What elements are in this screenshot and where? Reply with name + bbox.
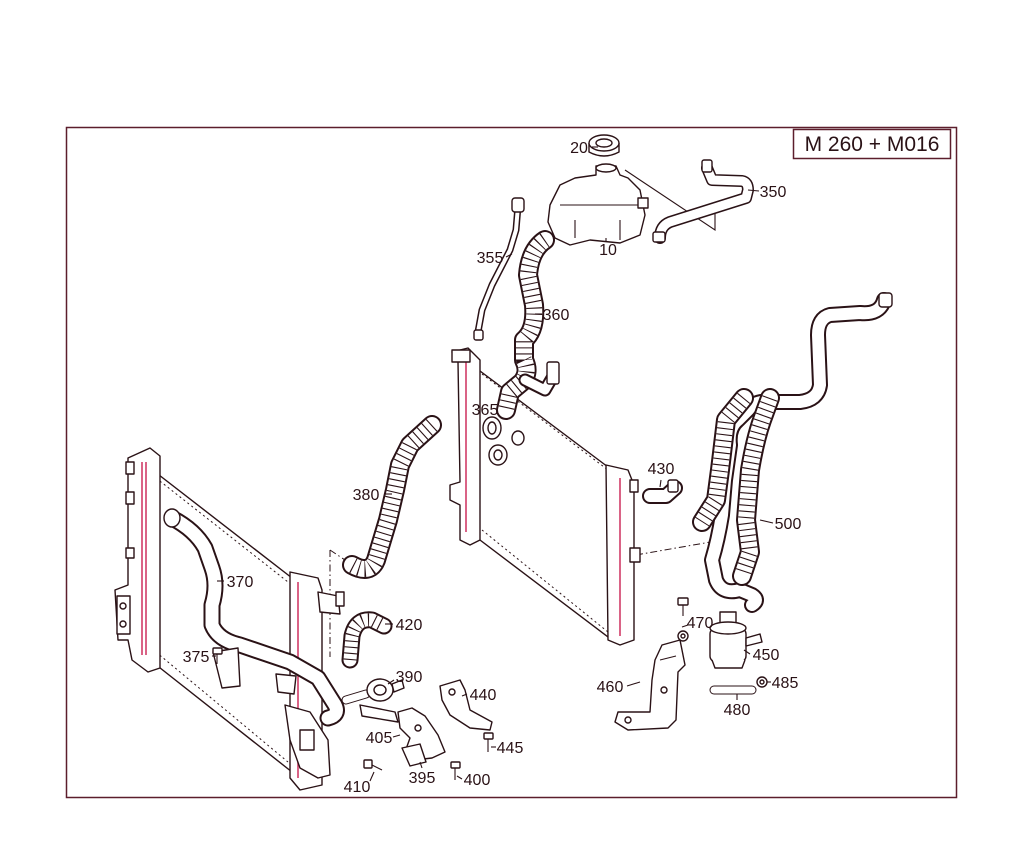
radiator-auxiliary: [114, 447, 345, 791]
coolant-pump-450: [709, 611, 763, 669]
bolt-470: [677, 597, 689, 642]
hose-420: [350, 620, 384, 660]
part-label-450: 450: [753, 647, 780, 664]
hose-360: [506, 240, 560, 410]
model-code: M 260 + M016: [805, 133, 940, 156]
part-label-380: 380: [353, 487, 380, 504]
part-label-430: 430: [648, 461, 675, 478]
model-code-box: M 260 + M016: [792, 128, 952, 160]
expansion-tank-10: [547, 163, 649, 246]
bracket-440: [439, 679, 493, 731]
diagram-frame: [65, 126, 958, 799]
part-label-395: 395: [409, 770, 436, 787]
part-label-410: 410: [344, 779, 371, 796]
part-label-370: 370: [227, 574, 254, 591]
part-label-360: 360: [543, 307, 570, 324]
leader-lines: [212, 146, 774, 782]
bolt-410: [363, 759, 383, 771]
part-label-355: 355: [477, 250, 504, 267]
hose-430: [650, 479, 678, 496]
bolt-445: [483, 732, 494, 752]
part-label-400: 400: [464, 772, 491, 789]
part-label-365: 365: [472, 402, 499, 419]
auxiliary-pump-390: [341, 678, 405, 723]
part-label-420: 420: [396, 617, 423, 634]
part-label-440: 440: [470, 687, 497, 704]
part-label-20: 20: [570, 140, 588, 157]
part-label-460: 460: [597, 679, 624, 696]
part-label-390: 390: [396, 669, 423, 686]
washer-485: [756, 676, 768, 688]
hose-350: [652, 159, 748, 242]
part-label-500: 500: [775, 516, 802, 533]
reservoir-cap-20: [588, 134, 620, 157]
radiator-main: [449, 347, 641, 646]
hose-365: [482, 416, 525, 466]
part-label-485: 485: [772, 675, 799, 692]
part-label-470: 470: [687, 615, 714, 632]
bolt-400: [450, 761, 461, 780]
hose-355: [473, 197, 525, 341]
part-label-445: 445: [497, 740, 524, 757]
bolt-375: [212, 647, 223, 664]
part-label-375: 375: [183, 649, 210, 666]
bracket-395: [401, 743, 427, 767]
bracket-460: [614, 639, 686, 731]
part-label-480: 480: [724, 702, 751, 719]
hose-500: [702, 293, 893, 605]
part-label-10: 10: [599, 242, 617, 259]
part-label-405: 405: [366, 730, 393, 747]
hose-370: [163, 508, 336, 718]
part-label-350: 350: [760, 184, 787, 201]
part-labels: 20 350 10 355 360 365 430 380 500 370 42…: [183, 140, 802, 796]
